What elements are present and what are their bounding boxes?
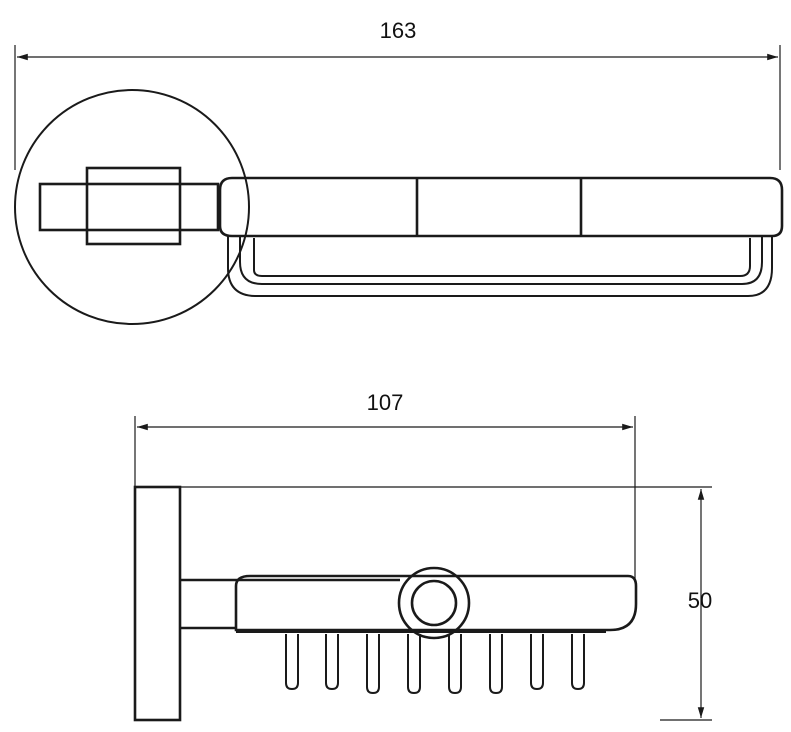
basket-inner	[253, 238, 751, 277]
tray-body	[234, 574, 638, 632]
wall-rosette-circle	[14, 89, 250, 325]
pin	[530, 634, 544, 691]
pin	[571, 634, 585, 691]
rod-outer-circle	[397, 566, 471, 640]
top-view: 163	[14, 18, 784, 325]
dimension-label-50: 50	[688, 588, 712, 613]
pin	[325, 634, 339, 691]
pin	[366, 634, 380, 695]
pin	[448, 634, 462, 695]
basket-outer	[227, 236, 773, 297]
rod-inner-circle	[410, 579, 458, 627]
pin	[407, 634, 421, 695]
dimension-label-163: 163	[380, 18, 417, 43]
mounting-bar	[38, 182, 220, 232]
wall-plate	[133, 485, 182, 722]
dimension-bottom-width: 107	[134, 390, 636, 582]
mounting-sleeve	[85, 166, 182, 246]
side-view: 107 50	[133, 390, 712, 722]
pin	[489, 634, 503, 695]
basket-middle	[239, 236, 763, 285]
dimension-bottom-height: 50	[180, 486, 712, 721]
tray-rim	[218, 176, 784, 238]
dimension-label-107: 107	[367, 390, 404, 415]
drain-pins	[285, 634, 585, 695]
pin	[285, 634, 299, 691]
dimension-top-width: 163	[14, 18, 781, 170]
